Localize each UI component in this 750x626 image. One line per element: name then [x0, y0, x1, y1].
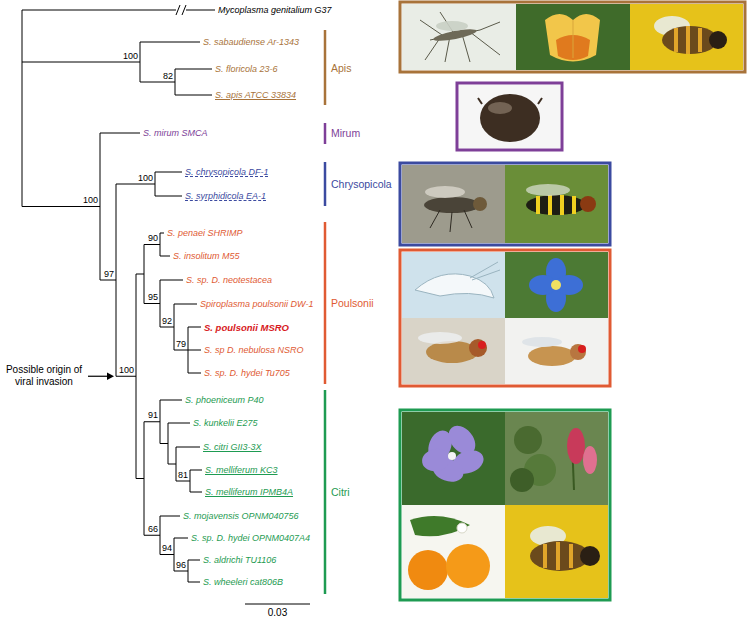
citri-bar [324, 390, 327, 594]
taxon-label: S. floricola 23-6 [215, 64, 278, 75]
mirum-photo [459, 85, 560, 148]
bootstrap-value: 82 [163, 71, 173, 81]
apis-frame [400, 2, 745, 72]
bootstrap-value: 100 [123, 51, 138, 61]
poulsonii-bar [324, 222, 327, 384]
taxon-label: S. kunkelii E275 [193, 418, 258, 429]
taxon-label: S. melliferum IPMB4A [205, 487, 293, 498]
taxon-label: S. aldrichi TU1106 [203, 555, 276, 566]
taxon-label: S. wheeleri cat806B [203, 577, 283, 588]
taxon-label: S. sp D. nebulosa NSRO [204, 345, 304, 356]
scale-label: 0.03 [268, 607, 287, 619]
bootstrap-value: 94 [162, 543, 172, 553]
chrysopicola-bar [324, 162, 327, 206]
bootstrap-value: 91 [148, 410, 158, 420]
taxon-label: S. apis ATCC 33834 [215, 90, 296, 101]
taxon-label: S. mojavensis OPNM040756 [183, 511, 299, 522]
scale-bar [245, 604, 310, 605]
taxon-label: Spiroplasma poulsonii DW-1 [200, 299, 313, 310]
citri-photos [402, 412, 608, 598]
taxon-label: S. melliferum KC3 [205, 465, 278, 476]
bootstrap-value: 95 [148, 292, 158, 302]
citri-frame [400, 410, 610, 600]
branch-break [176, 5, 186, 15]
taxon-label: S. chrysopicola DF-1 [185, 167, 269, 178]
taxon-label: S. citri GII3-3X [203, 442, 262, 453]
taxon-label: S. insolitum M55 [173, 251, 240, 262]
clade-label: Chrysopicola [331, 178, 392, 191]
taxon-label: S. sp. D. neotestacea [186, 275, 272, 286]
clade-label: Mirum [331, 127, 360, 140]
taxon-label: S. sp. D. hydei OPNM0407A4 [191, 533, 310, 544]
apis-bar [324, 30, 327, 105]
bootstrap-value: 100 [83, 195, 98, 205]
taxon-label: Mycoplasma genitalium G37 [218, 5, 332, 16]
annotation-note: Possible origin of viral invasion [4, 364, 84, 388]
mirum-bar [324, 123, 327, 144]
chrysopicola-photos [402, 165, 608, 243]
taxon-label: S. syrphidicola EA-1 [185, 191, 266, 202]
chrysopicola-frame [400, 163, 610, 245]
poulsonii-photos [402, 252, 608, 384]
clade-label: Poulsonii [331, 297, 374, 310]
clade-bars [324, 30, 327, 594]
bootstrap-value: 90 [148, 233, 158, 243]
bootstrap-value: 66 [148, 524, 158, 534]
poulsonii-frame [400, 250, 610, 386]
taxon-label: S. sp. D. hydei Tu705 [204, 368, 290, 379]
origin-arrow [88, 373, 114, 381]
bootstrap-value: 79 [176, 339, 186, 349]
bootstrap-value: 96 [176, 560, 186, 570]
bootstrap-value: 100 [119, 365, 134, 375]
taxon-label: S. poulsonii MSRO [204, 322, 289, 333]
taxon-label: S. sabaudiense Ar-1343 [203, 37, 299, 48]
taxon-label: S. phoeniceum P40 [185, 395, 264, 406]
bootstrap-value: 97 [104, 269, 114, 279]
bootstrap-value: 100 [138, 173, 153, 183]
bootstrap-value: 92 [162, 316, 172, 326]
mirum-frame [457, 83, 562, 150]
apis-photos [402, 4, 743, 70]
taxon-label: S. mirum SMCA [143, 128, 208, 139]
clade-label: Citri [331, 486, 350, 499]
citri-branches [136, 400, 202, 582]
bootstrap-value: 81 [178, 470, 188, 480]
taxon-label: S. penaei SHRIMP [167, 228, 243, 239]
clade-label: Apis [331, 62, 351, 75]
